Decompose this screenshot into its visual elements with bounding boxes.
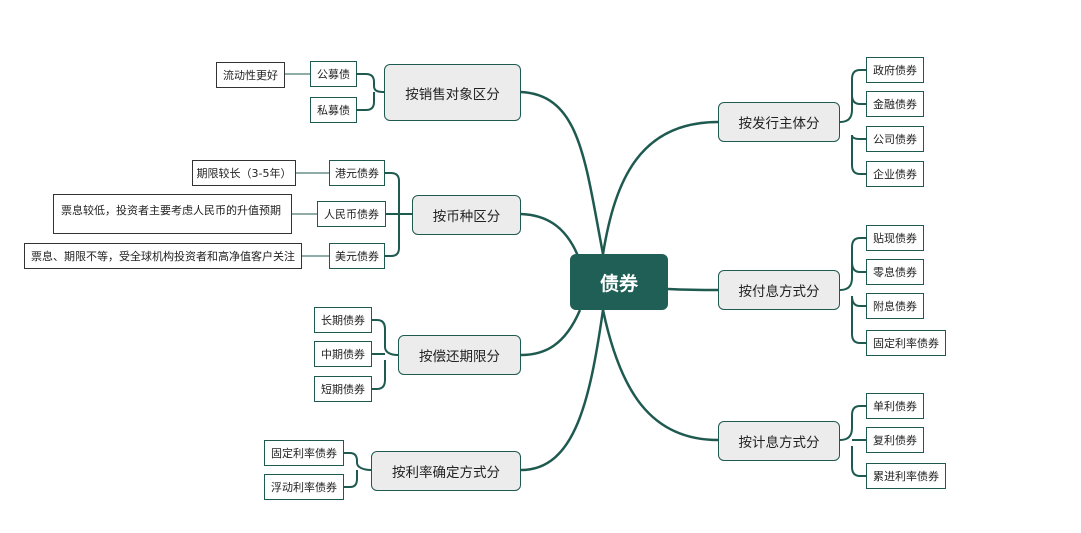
branch-interest-payment[interactable]: 按付息方式分 <box>718 270 840 310</box>
leaf-short-term-bond[interactable]: 短期债券 <box>314 376 372 402</box>
leaf-fixed-rate-bond[interactable]: 固定利率债券 <box>866 330 946 356</box>
leaf-company-bond[interactable]: 公司债券 <box>866 126 924 152</box>
note-hkd-term: 期限较长（3-5年） <box>192 160 296 186</box>
branch-issuer[interactable]: 按发行主体分 <box>718 102 840 142</box>
leaf-long-term-bond[interactable]: 长期债券 <box>314 307 372 333</box>
branch-sales-target[interactable]: 按销售对象区分 <box>384 64 521 121</box>
link-root-issuer <box>601 120 719 255</box>
leaf-coupon-bond[interactable]: 附息债券 <box>866 293 924 319</box>
root-node[interactable]: 债券 <box>570 254 668 310</box>
link-root-rate-type <box>520 309 605 472</box>
leaf-floating-rate-bond[interactable]: 浮动利率债券 <box>264 474 344 500</box>
link-root-sales-target <box>520 90 605 255</box>
link-issuer-leaves <box>839 69 866 175</box>
leaf-zero-coupon-bond[interactable]: 零息债券 <box>866 259 924 285</box>
leaf-enterprise-bond[interactable]: 企业债券 <box>866 161 924 187</box>
leaf-government-bond[interactable]: 政府债券 <box>866 57 924 83</box>
leaf-usd-bond[interactable]: 美元债券 <box>329 243 385 269</box>
branch-interest-calc[interactable]: 按计息方式分 <box>718 421 840 461</box>
link-currency-leaves <box>385 172 412 257</box>
leaf-public-offering-bond[interactable]: 公募债 <box>310 61 357 87</box>
leaf-medium-term-bond[interactable]: 中期债券 <box>314 341 372 367</box>
link-maturity-leaves <box>372 319 399 390</box>
branch-currency[interactable]: 按币种区分 <box>412 195 521 235</box>
link-root-currency <box>520 212 580 257</box>
leaf-progressive-rate-bond[interactable]: 累进利率债券 <box>866 463 946 489</box>
branch-rate-type[interactable]: 按利率确定方式分 <box>371 451 521 491</box>
link-root-interest-payment <box>667 287 719 292</box>
link-rate-type-leaves <box>344 452 372 488</box>
leaf-private-placement-bond[interactable]: 私募债 <box>310 97 357 123</box>
leaf-rmb-bond[interactable]: 人民币债券 <box>317 201 386 227</box>
leaf-financial-bond[interactable]: 金融债券 <box>866 91 924 117</box>
leaf-simple-interest-bond[interactable]: 单利债券 <box>866 393 924 419</box>
branch-maturity[interactable]: 按偿还期限分 <box>398 335 521 375</box>
link-interest-payment-leaves <box>839 237 866 344</box>
leaf-hkd-bond[interactable]: 港元债券 <box>329 160 385 186</box>
note-liquidity: 流动性更好 <box>216 62 285 88</box>
link-root-interest-calc <box>601 309 719 442</box>
leaf-compound-interest-bond[interactable]: 复利债券 <box>866 427 924 453</box>
note-usd-investors: 票息、期限不等，受全球机构投资者和高净值客户关注 <box>24 243 302 269</box>
leaf-discount-bond[interactable]: 贴现债券 <box>866 225 924 251</box>
link-interest-calc-leaves <box>839 405 866 477</box>
link-currency-notes <box>292 172 329 257</box>
link-root-maturity <box>520 309 582 357</box>
link-sales-target-leaves <box>357 73 385 111</box>
note-rmb-coupon: 票息较低，投资者主要考虑人民币的升值预期 <box>53 194 292 234</box>
leaf-fixed-rate-bond-2[interactable]: 固定利率债券 <box>264 440 344 466</box>
